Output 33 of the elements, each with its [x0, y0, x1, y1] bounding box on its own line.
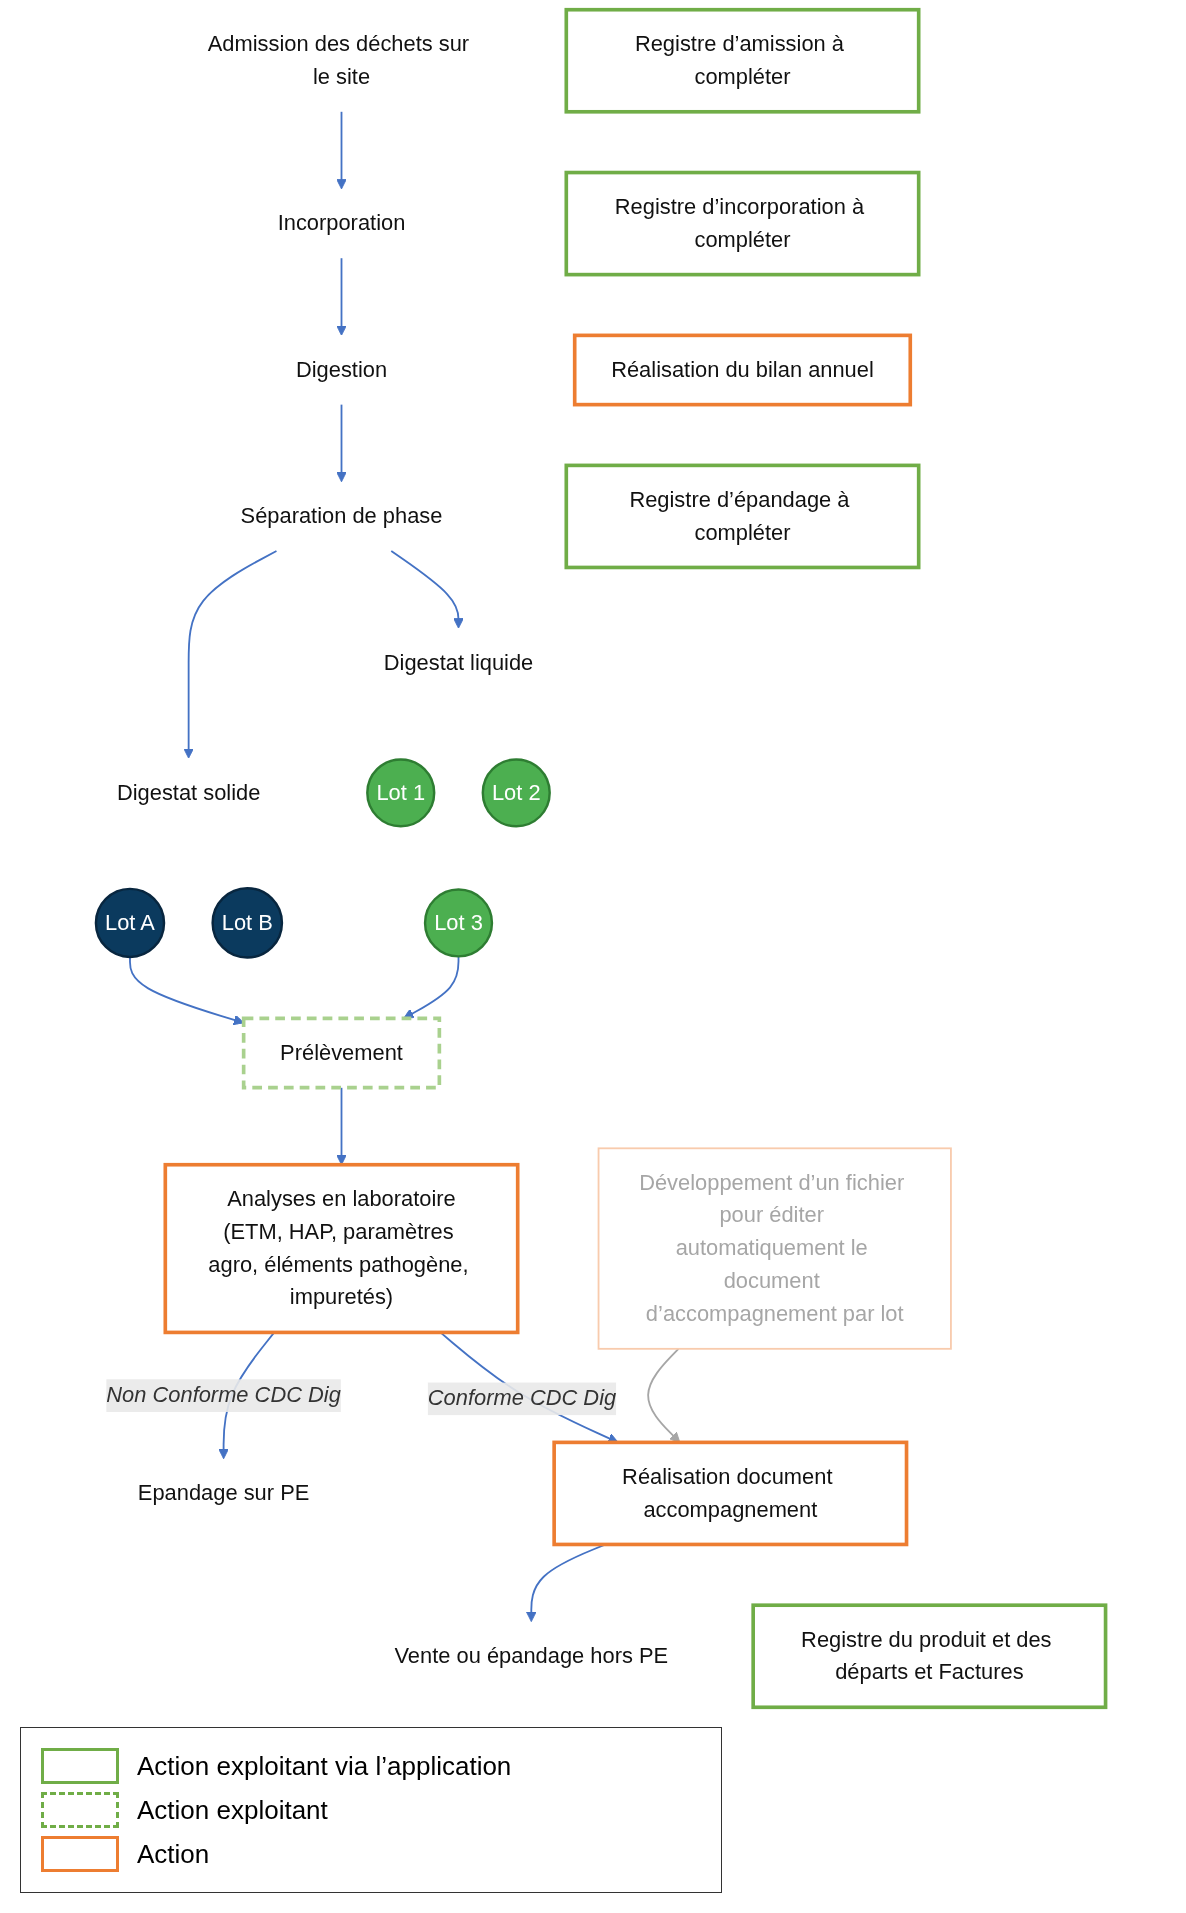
arrow [183, 550, 278, 759]
node-text: Incorporation [277, 210, 406, 236]
node-box: Réalisation du bilan annuel [572, 333, 913, 407]
node-text: Admission des déchets sur le site [207, 31, 470, 89]
node-circle: Lot A [94, 887, 166, 959]
node-box: Registre d’épandage à compléter [564, 463, 921, 570]
arrow [336, 257, 347, 336]
legend-label: Action exploitant [137, 1794, 328, 1826]
node-text: Vente ou épandage hors PE [394, 1643, 669, 1668]
arrow [336, 403, 347, 483]
edge-label: Non Conforme CDC Dig [106, 1382, 341, 1408]
node-box: Développement d’un fichier pour éditer automatiquement le document d’accompagnement par lot [597, 1147, 952, 1350]
node-box: Registre d’amission à compléter [564, 7, 921, 114]
node-text: Digestat liquide [383, 650, 534, 675]
edge-label: Conforme CDC Dig [427, 1386, 617, 1411]
node-text: Digestion [295, 357, 388, 382]
node-box: Registre du produit et des départs et Factures [751, 1603, 1108, 1710]
node-circle: Lot B [211, 887, 284, 959]
node-circle: Lot 2 [481, 758, 551, 828]
legend-label: Action exploitant via l’application [137, 1750, 512, 1782]
arrow [390, 550, 464, 629]
node-circle: Lot 3 [423, 888, 494, 958]
node-circle: Lot 1 [366, 758, 436, 828]
node-text: Digestat solide [116, 780, 261, 805]
node-box: Prélèvement [241, 1016, 442, 1090]
legend-label: Action [137, 1838, 210, 1870]
node-text: Epandage sur PE [137, 1480, 310, 1505]
node-box: Analyses en laboratoire (ETM, HAP, paramètres agro, éléments pathogène, impuretés) [163, 1162, 520, 1335]
node-text: Séparation de phase [240, 503, 443, 528]
node-box: Réalisation document accompagnement [552, 1440, 909, 1547]
node-box: Registre d’incorporation à compléter [564, 170, 921, 277]
arrow [336, 110, 347, 190]
arrow [647, 1347, 681, 1443]
